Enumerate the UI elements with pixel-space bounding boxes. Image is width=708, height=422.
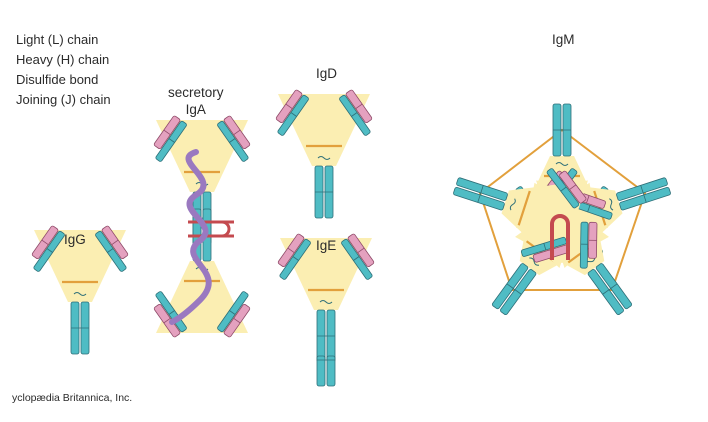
secretory-component: [169, 149, 212, 325]
label-igm: IgM: [552, 32, 575, 47]
igd-molecule: [268, 88, 380, 220]
joining-chain-iga: [188, 220, 231, 238]
joining-chain-igm: [550, 214, 570, 260]
label-igd: IgD: [316, 66, 338, 81]
legend-heavy-chain: Heavy (H) chain: [16, 52, 110, 67]
ige-molecule: [272, 233, 380, 386]
label-igg: IgG: [64, 232, 86, 247]
secretory-iga-molecule: [146, 114, 258, 339]
label-iga-line2: IgA: [185, 102, 206, 117]
label-secretory-iga: secretory IgA: [168, 84, 224, 118]
igm-molecule: [437, 102, 687, 344]
legend-joining-chain: Joining (J) chain: [16, 92, 111, 107]
legend-light-chain: Light (L) chain: [16, 32, 99, 47]
credit-text: yclopædia Britannica, Inc.: [12, 392, 133, 404]
legend-disulfide-bond: Disulfide bond: [16, 72, 99, 87]
label-ige: IgE: [316, 238, 337, 253]
label-iga-line1: secretory: [168, 85, 224, 100]
legend: Light (L) chain Heavy (H) chain Disulfid…: [16, 30, 111, 110]
